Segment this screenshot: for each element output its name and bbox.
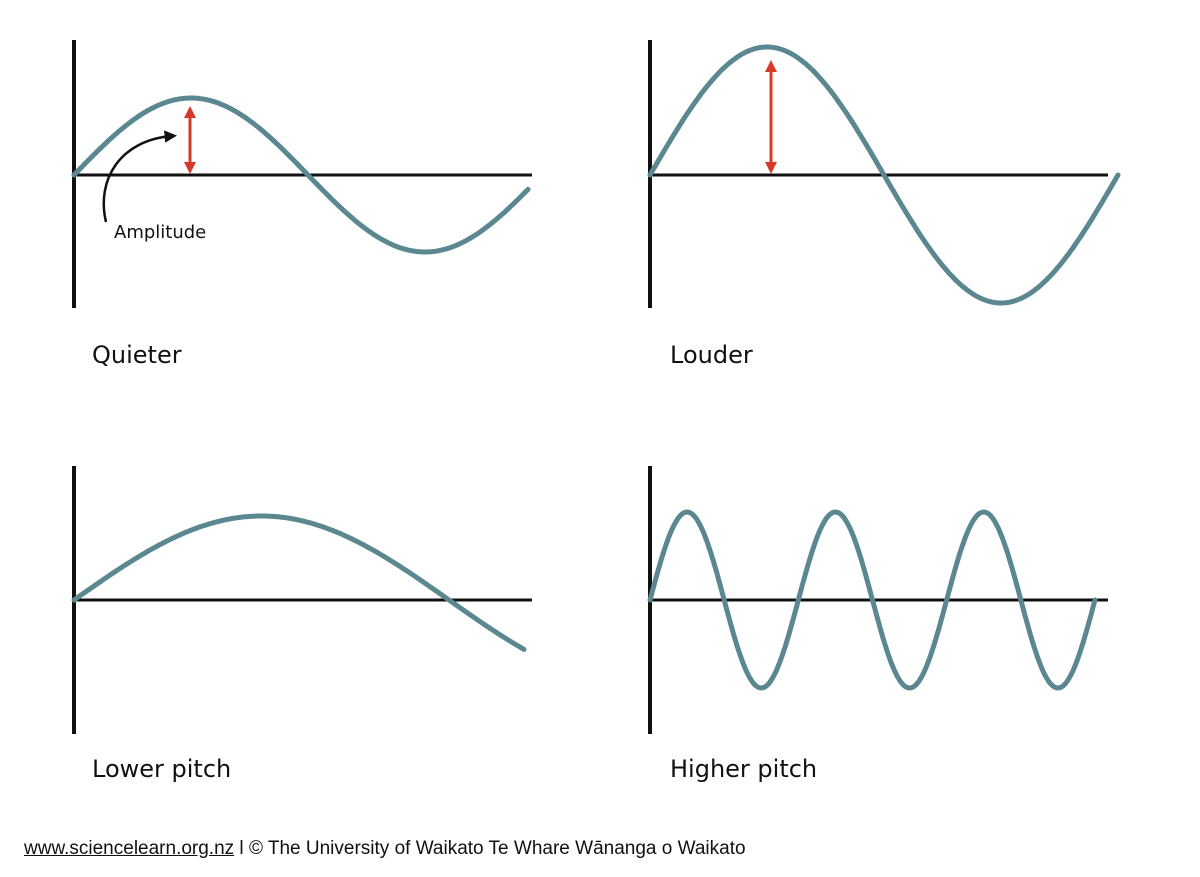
panel-label-quieter: Quieter [92, 341, 182, 369]
copyright-text: © The University of Waikato Te Whare Wān… [248, 838, 746, 859]
wave-louder [647, 44, 1121, 306]
panel-label-louder: Louder [670, 341, 753, 369]
footer-separator: l [234, 838, 249, 859]
panel-label-higher-pitch: Higher pitch [670, 755, 817, 783]
panel-quieter: Amplitude Quieter [71, 40, 532, 369]
panel-higher-pitch: Higher pitch [647, 466, 1108, 783]
panel-label-lower-pitch: Lower pitch [92, 755, 231, 783]
wave-lower-pitch [71, 513, 527, 652]
panel-lower-pitch: Lower pitch [71, 466, 532, 783]
wave-quieter [71, 95, 531, 255]
website-link[interactable]: www.sciencelearn.org.nz [24, 838, 235, 859]
amplitude-pointer-arrow [102, 130, 177, 223]
panel-louder: Louder [647, 40, 1121, 369]
footer-credit: www.sciencelearn.org.nz l © The Universi… [24, 838, 746, 860]
amplitude-label: Amplitude [114, 222, 206, 243]
wave-higher-pitch [647, 509, 1098, 691]
